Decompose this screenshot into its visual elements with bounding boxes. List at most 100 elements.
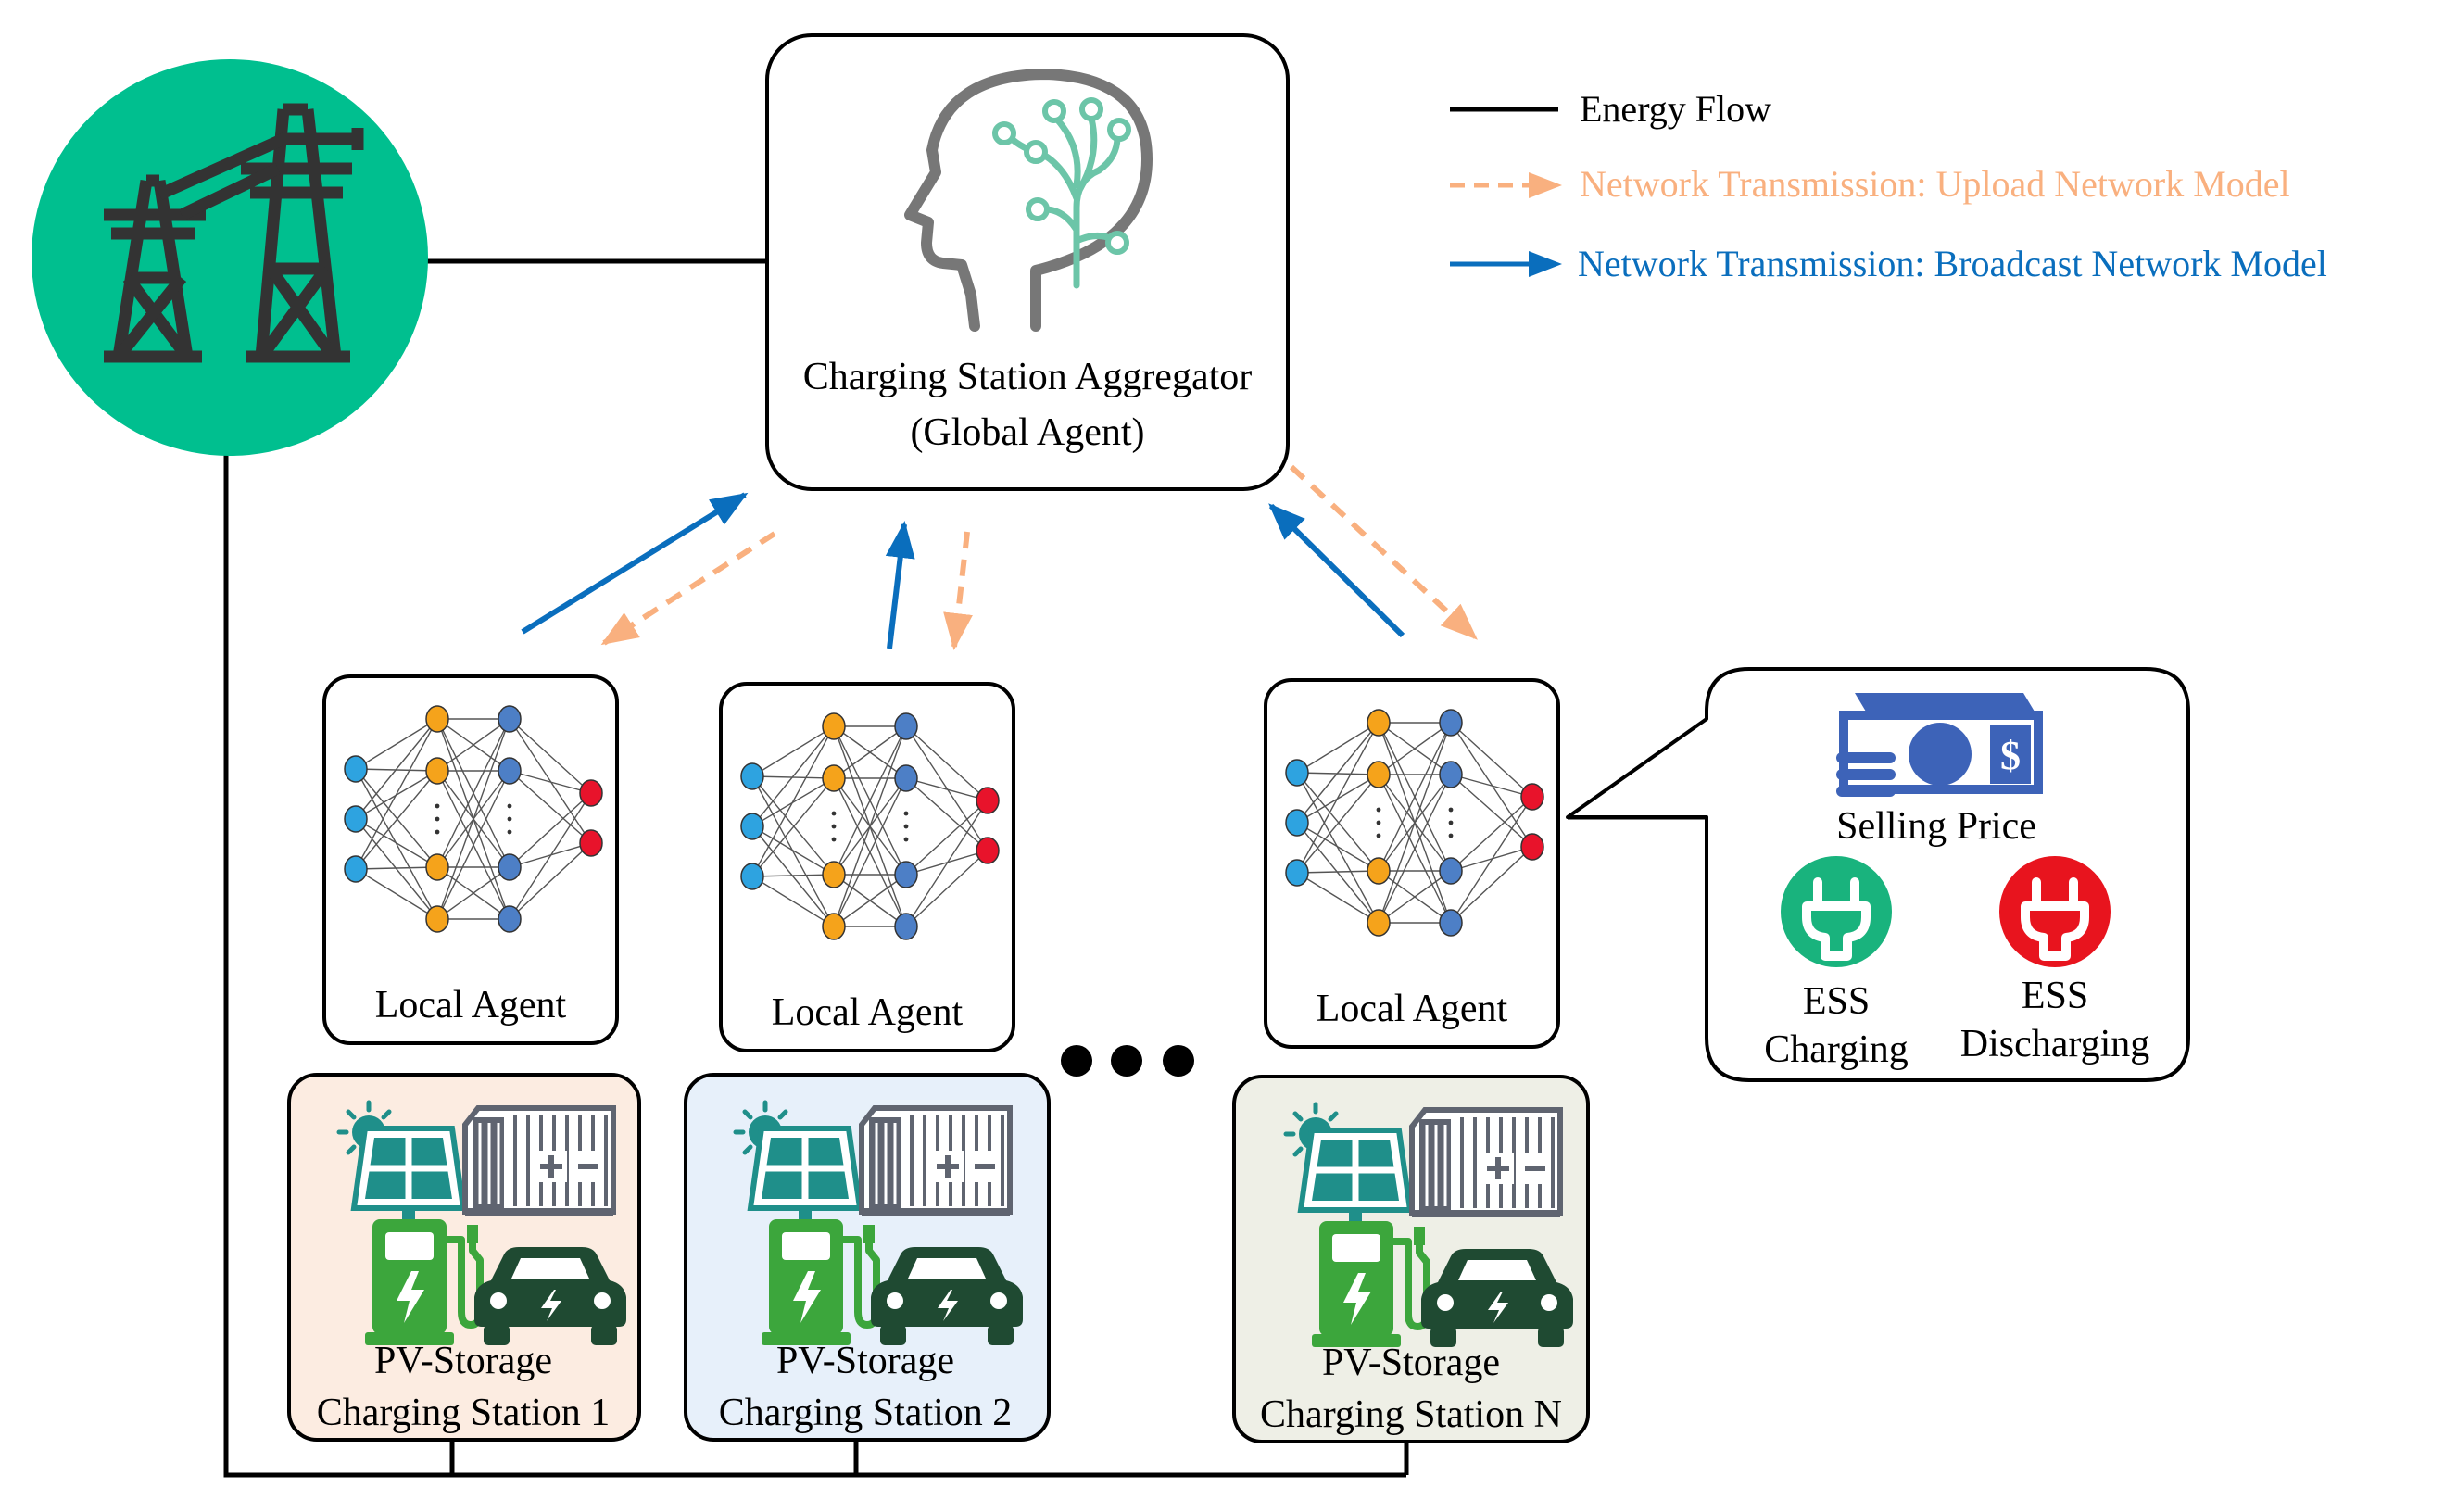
upload-arrow-1	[600, 531, 776, 646]
transmission-arrows	[521, 464, 1478, 650]
nn-connection	[509, 792, 592, 868]
nn-ellipsis-dot	[903, 837, 909, 842]
station-2-line1: PV-Storage	[776, 1340, 954, 1382]
nn-ellipsis-dot	[435, 803, 440, 809]
nn-connection	[509, 792, 592, 920]
nn-ellipsis-dot	[435, 816, 440, 822]
battery-container-icon	[465, 1108, 613, 1212]
station-1-line1: PV-Storage	[374, 1340, 552, 1382]
nn-connection	[436, 718, 510, 920]
nn-connection	[751, 775, 835, 927]
nn-node	[344, 855, 368, 883]
nn-node	[1285, 809, 1309, 837]
nn-node	[425, 853, 449, 881]
action-callout: $ Selling Price ESS Charging ESS Dischar…	[1566, 667, 2190, 1082]
nn-ellipsis-dot	[1376, 833, 1381, 838]
local-agent-n: Local Agent	[1264, 678, 1560, 1049]
nn-node	[1285, 759, 1309, 787]
nn-ellipsis-dot	[507, 829, 512, 835]
broadcast-arrow-3	[1268, 503, 1405, 638]
nn-connection	[436, 770, 510, 920]
nn-connection	[905, 850, 989, 927]
nn-connection	[509, 718, 592, 844]
nn-node	[1367, 709, 1391, 737]
nn-connection	[1378, 722, 1452, 924]
nn-node	[976, 787, 1000, 814]
nn-node	[894, 913, 918, 940]
nn-node	[425, 757, 449, 785]
nn-connection	[1450, 796, 1533, 872]
neural-network-icon	[344, 705, 603, 933]
local-agent-1-label: Local Agent	[375, 984, 567, 1027]
nn-connection	[1378, 722, 1452, 872]
nn-node	[822, 764, 846, 792]
ess-discharging-label-2: Discharging	[1960, 1023, 2150, 1065]
nn-connection	[1296, 870, 1380, 874]
broadcast-arrow-1	[521, 492, 749, 635]
neural-network-icon	[740, 712, 1000, 940]
nn-connection	[833, 725, 907, 927]
nn-connection	[1296, 822, 1380, 924]
nn-connection	[751, 874, 835, 877]
nn-connection	[1450, 774, 1533, 798]
nn-connection	[509, 842, 592, 920]
nn-ellipsis-dot	[1448, 833, 1454, 838]
nn-connection	[833, 725, 907, 779]
aggregator-subtitle: (Global Agent)	[910, 411, 1144, 454]
ess-charging-label-1: ESS	[1803, 980, 1870, 1023]
nn-connection	[905, 725, 989, 851]
nn-connection	[1296, 872, 1380, 924]
transmission-tower-icon	[104, 103, 364, 363]
local-agent-n-label: Local Agent	[1317, 988, 1508, 1030]
aggregator-box: Charging Station Aggregator (Global Agen…	[765, 33, 1290, 491]
legend-energy-flow-label: Energy Flow	[1580, 88, 1771, 130]
nn-connection	[1296, 722, 1380, 874]
nn-ellipsis-dot	[1448, 820, 1454, 825]
nn-ellipsis-dot	[903, 811, 909, 816]
nn-node	[740, 813, 764, 840]
nn-node	[822, 913, 846, 940]
nn-ellipsis-dot	[507, 816, 512, 822]
nn-node	[894, 712, 918, 740]
money-icon: $	[1836, 693, 2043, 797]
nn-connection	[905, 800, 989, 876]
selling-price-label: Selling Price	[1836, 805, 2036, 848]
upload-arrow-2	[943, 531, 973, 650]
nn-node	[498, 853, 522, 881]
nn-connection	[833, 725, 907, 876]
nn-node	[344, 805, 368, 833]
battery-container-icon	[1412, 1110, 1560, 1214]
nn-node	[425, 905, 449, 933]
legend-broadcast-label: Network Transmission: Broadcast Network …	[1578, 243, 2327, 284]
station-n-line2: Charging Station N	[1260, 1393, 1562, 1436]
neural-network-icon	[1285, 709, 1544, 937]
nn-connection	[1450, 796, 1533, 924]
nn-connection	[355, 718, 438, 770]
nn-ellipsis-dot	[435, 829, 440, 835]
nn-ellipsis-dot	[1376, 807, 1381, 813]
nn-ellipsis-dot	[1376, 820, 1381, 825]
nn-ellipsis-dot	[507, 803, 512, 809]
nn-connection	[1378, 870, 1452, 924]
nn-node	[1367, 909, 1391, 937]
nn-connection	[355, 770, 438, 870]
nn-connection	[1296, 774, 1380, 874]
ess-charging-plug-icon	[1781, 856, 1892, 967]
nn-connection	[355, 866, 438, 870]
nn-connection	[355, 718, 438, 870]
nn-ellipsis-dot	[1448, 807, 1454, 813]
nn-connection	[1296, 722, 1380, 824]
nn-connection	[509, 718, 592, 794]
nn-connection	[436, 718, 510, 772]
upload-arrow-3	[1289, 464, 1478, 640]
nn-connection	[905, 725, 989, 801]
nn-connection	[833, 777, 907, 927]
nn-connection	[751, 725, 835, 777]
nn-ellipsis-dot	[831, 811, 837, 816]
nn-node	[579, 779, 603, 807]
legend-broadcast: Network Transmission: Broadcast Network …	[1450, 243, 2327, 284]
nn-node	[498, 757, 522, 785]
nn-node	[740, 863, 764, 890]
nn-node	[1367, 857, 1391, 885]
